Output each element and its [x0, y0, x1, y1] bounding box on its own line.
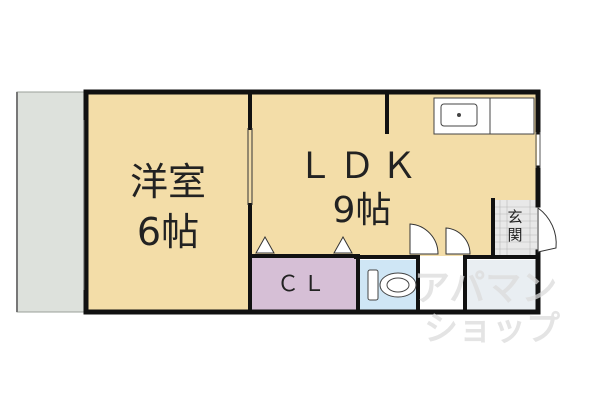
western-room-name: 洋室 [130, 160, 206, 204]
closet-door-marker-left [255, 235, 275, 254]
closet-label: ＣＬ [277, 272, 329, 297]
entrance-label: 玄関 [507, 208, 522, 244]
sliding-door [247, 128, 253, 205]
closet-floor [250, 256, 356, 312]
ldk-name: ＬＤＫ [297, 146, 423, 187]
interior-walls [248, 90, 539, 314]
closet-door-marker-right [333, 235, 353, 254]
outer-walls [83, 89, 541, 315]
watermark: アパマン ショップ [414, 268, 560, 349]
watermark-line2: ショップ [424, 309, 560, 349]
windows [83, 120, 541, 290]
bath-floor [465, 260, 537, 312]
door-swing-icon [409, 207, 557, 255]
watermark-line1: アパマン [414, 268, 557, 309]
toilet-icon [367, 269, 417, 301]
sink-icon [433, 97, 535, 135]
western-room-floor [88, 92, 250, 312]
ldk-size: 9帖 [333, 190, 392, 231]
entrance-tiles [493, 200, 537, 256]
western-room-size: 6帖 [137, 210, 199, 254]
balcony [16, 91, 88, 313]
